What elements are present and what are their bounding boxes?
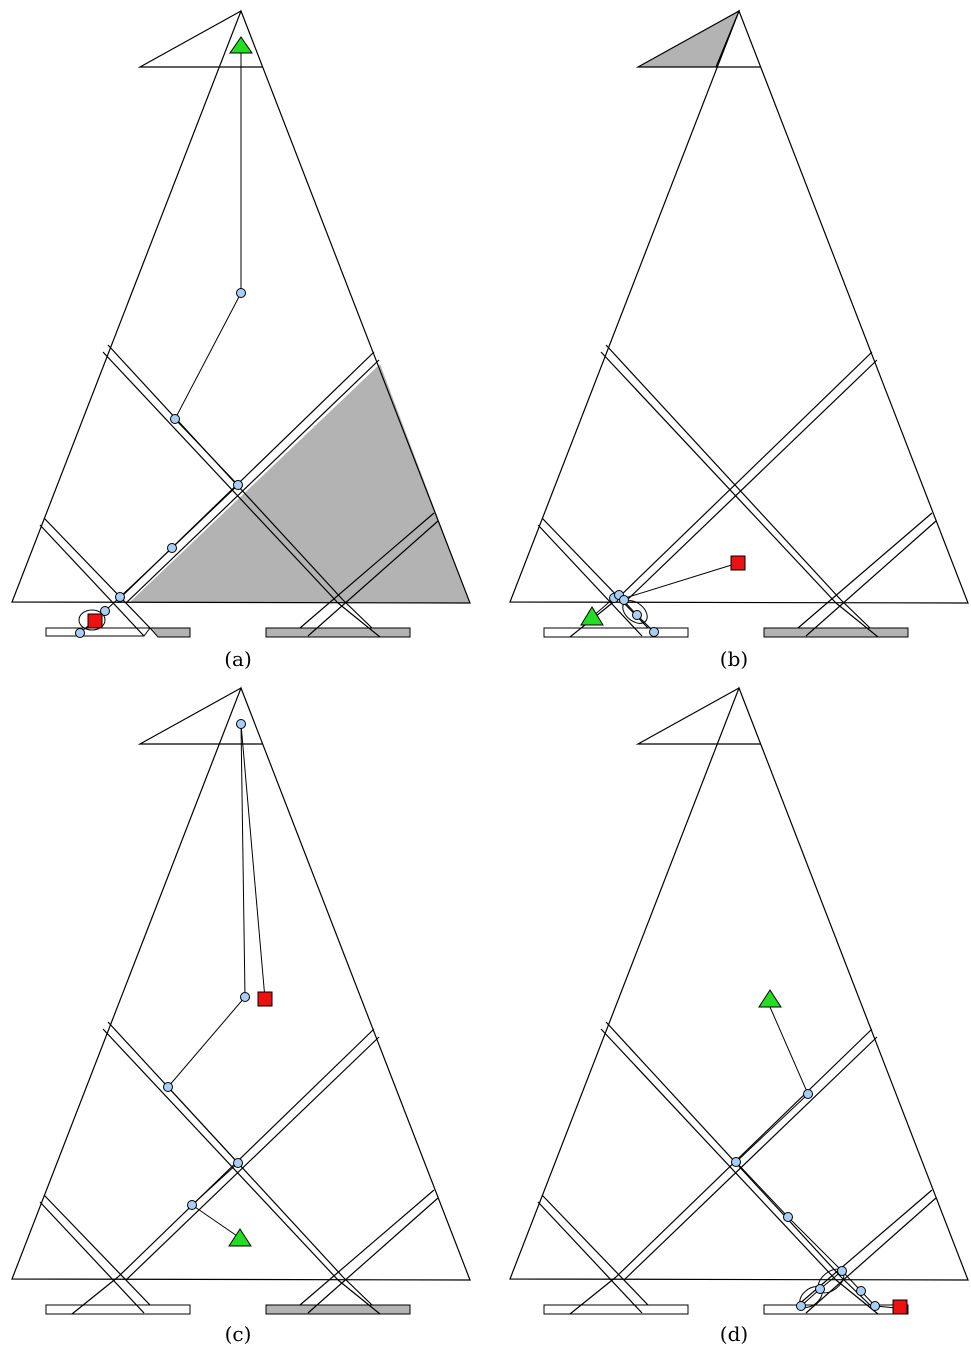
goal-triangle bbox=[229, 36, 253, 54]
node bbox=[236, 288, 246, 298]
main-triangle bbox=[11, 686, 471, 1281]
right-strip bbox=[763, 627, 909, 638]
path-nodes bbox=[609, 590, 659, 637]
caption-a: (a) bbox=[224, 647, 252, 671]
caption-c: (c) bbox=[225, 1322, 252, 1346]
caption-b: (b) bbox=[720, 647, 748, 671]
node bbox=[115, 592, 125, 602]
node bbox=[240, 992, 250, 1002]
node bbox=[783, 1212, 793, 1222]
node bbox=[803, 1089, 813, 1099]
panel-a: (a) bbox=[11, 9, 471, 671]
left-strip bbox=[543, 627, 689, 638]
start-square bbox=[257, 991, 273, 1007]
start-square bbox=[730, 555, 746, 571]
node bbox=[75, 628, 85, 638]
node bbox=[619, 595, 629, 605]
goal-triangle bbox=[580, 606, 604, 626]
top-flag bbox=[635, 687, 740, 745]
node bbox=[163, 1082, 173, 1092]
main-triangle bbox=[509, 9, 969, 604]
right-strip bbox=[265, 627, 411, 638]
node bbox=[796, 1301, 806, 1311]
node bbox=[632, 610, 642, 620]
path bbox=[591, 562, 739, 618]
node bbox=[815, 1284, 825, 1294]
node bbox=[100, 606, 110, 616]
left-strip bbox=[543, 1304, 689, 1315]
right-strip bbox=[265, 1304, 411, 1315]
main-triangle bbox=[11, 9, 471, 604]
node bbox=[233, 1158, 243, 1168]
start-square bbox=[892, 1299, 908, 1315]
node bbox=[233, 480, 243, 490]
start-square bbox=[87, 613, 103, 629]
node bbox=[870, 1301, 880, 1311]
node bbox=[167, 543, 177, 553]
path-nodes bbox=[163, 719, 250, 1210]
node bbox=[649, 627, 659, 637]
node bbox=[856, 1286, 866, 1296]
panel-c: (c) bbox=[11, 686, 471, 1346]
top-flag bbox=[137, 10, 242, 68]
goal-triangle bbox=[758, 989, 782, 1008]
node bbox=[170, 414, 180, 424]
top-flag bbox=[137, 687, 242, 745]
caption-d: (d) bbox=[720, 1322, 748, 1346]
panel-d: (d) bbox=[509, 686, 969, 1346]
left-strip-shaded bbox=[148, 627, 191, 638]
left-strip bbox=[45, 1304, 191, 1315]
panel-b: (b) bbox=[509, 9, 969, 671]
shaded-region bbox=[130, 364, 470, 603]
main-triangle bbox=[509, 686, 969, 1281]
path-nodes bbox=[75, 288, 246, 638]
goal-triangle bbox=[228, 1228, 252, 1247]
right-strip bbox=[763, 1304, 909, 1315]
node bbox=[236, 719, 246, 729]
node bbox=[731, 1157, 741, 1167]
node bbox=[837, 1266, 847, 1276]
top-flag-shaded bbox=[635, 9, 741, 68]
node bbox=[187, 1200, 197, 1210]
path-nodes bbox=[731, 1089, 880, 1311]
